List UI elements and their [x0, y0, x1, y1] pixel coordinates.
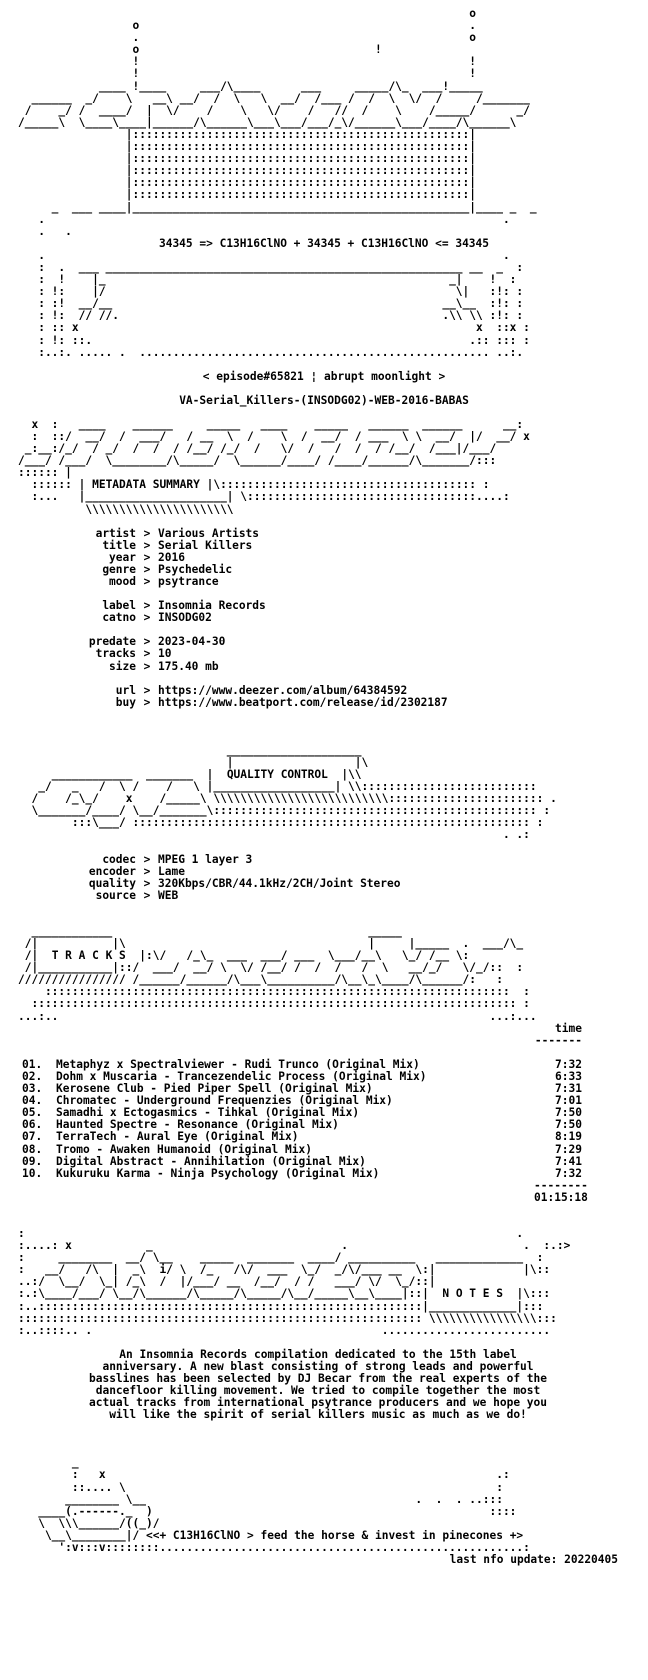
header-bridge-art: . . : . ___ ____________________________… [38, 249, 530, 359]
tracklist-header: time [22, 1021, 582, 1035]
release-name: VA-Serial_Killers-(INSODG02)-WEB-2016-BA… [179, 393, 469, 407]
header-ascii-art: o o . . o o ! [18, 8, 537, 214]
track-row: 04.Chromatec - Underground Frequenzies (… [22, 1094, 582, 1108]
track-row: 10.Kukuruku Karma - Ninja Psychology (Or… [22, 1166, 582, 1180]
quality-row-codec: codec>MPEG 1 layer 3 [102, 852, 253, 866]
formula-line: 34345 => C13H16ClNO + 34345 + C13H16ClNO… [158, 236, 490, 250]
episode-line: < episode#65821 ¦ abrupt moonlight > [202, 369, 446, 383]
footer-tagline-row: \__\________|/ <<+ C13H16ClNO > feed the… [18, 1529, 524, 1542]
quality-section-title: QUALITY CONTROL [226, 768, 328, 781]
notes-text: An Insomnia Records compilation dedicate… [88, 1347, 547, 1422]
meta-row-mood: mood>psytrance [109, 575, 219, 589]
footer-ascii-under: ':v:::v::::::::.........................… [58, 1542, 530, 1555]
track-row: 05.Samadhi x Ectogasmics - Tihkal (Origi… [22, 1106, 582, 1120]
footer-ascii-art: _ : x .: ::.... \ : ________ \__ [38, 1457, 517, 1530]
header-formula-art: . . . . [38, 213, 510, 238]
meta-row-label: label>Insomnia Records [102, 599, 266, 613]
meta-row-artist: artist>Various Artists [95, 526, 260, 540]
tracklist-total: 01:15:18 [22, 1190, 588, 1204]
quality-block: codec>MPEG 1 layer 3 encoder>Lame qualit… [66, 852, 648, 902]
meta-row-year: year>2016 [109, 550, 185, 564]
meta-row-url: url>https://www.deezer.com/album/6438459… [66, 683, 648, 697]
metadata-banner-under: :... |_____________________| \::::::::::… [31, 491, 510, 516]
tracklist-total-rule: -------- [534, 1178, 588, 1192]
quality-row-encoder: encoder>Lame [88, 864, 185, 878]
last-update: last nfo update: 20220405 [449, 1553, 618, 1567]
tracks-section-title: T R A C K S [51, 950, 126, 963]
notes-banner-under: :..:::::::::::::::::::::::::::::::::::::… [18, 1300, 557, 1337]
track-row: 06.Haunted Spectre - Resonance (Original… [22, 1118, 582, 1132]
meta-row-buy: buy>https://www.beatport.com/release/id/… [66, 695, 648, 709]
buy-link: https://www.beatport.com/release/id/2302… [158, 695, 448, 709]
tracks-banner-art: /|___________|::/ ___/ __/ \ \/ /__/ / /… [18, 962, 537, 1023]
quality-title-row: ____________ _______ | QUALITY CONTROL |… [18, 768, 362, 781]
notes-section-title: N O T E S [442, 1288, 503, 1301]
total-time: 01:15:18 [534, 1190, 588, 1204]
metadata-section-title: METADATA SUMMARY [92, 479, 200, 492]
url-link: https://www.deezer.com/album/64384592 [158, 683, 408, 697]
track-row: 01.Metaphyz x Spectralviewer - Rudi Trun… [22, 1057, 582, 1071]
meta-row-predate: predate>2023-04-30 [88, 635, 226, 649]
meta-row-title: title>Serial Killers [102, 538, 253, 552]
tracks-banner-top: ____________ _____ /| |\ | |_____ . ___/… [24, 925, 524, 950]
track-row: 07.TerraTech - Aural Eye (Original Mix)8… [22, 1130, 582, 1144]
quality-row-quality: quality>320Kbps/CBR/44.1kHz/2CH/Joint St… [88, 876, 401, 890]
track-row: 02.Dohm x Muscaria - Trancezendelic Proc… [22, 1069, 582, 1083]
metadata-title-row: :::::: | METADATA SUMMARY |\::::::::::::… [18, 479, 490, 492]
time-header: time [555, 1021, 582, 1035]
meta-row-catno: catno>INSODG02 [102, 611, 212, 625]
quality-banner-art: _/ _ / \ / / \ |__________________| \\::… [31, 781, 557, 842]
track-row: 09.Digital Abstract - Annihilation (Orig… [22, 1154, 582, 1168]
meta-row-tracks: tracks>10 [95, 647, 172, 661]
tracks-title-row: /| T R A C K S |:\/ /_\_ ___ ___/ ___ \_… [18, 950, 470, 963]
notes-banner-art: : . :....: x _ . . :.:> : ________ __/ \… [18, 1227, 571, 1289]
quality-banner-top: ____________________ | |\ [226, 744, 369, 769]
notes-title-row: :.:\____/___/ \__/\______/\_____/\_____/… [18, 1288, 551, 1301]
metadata-banner-art: x : ____ ______ _____ ____ _____ ______ … [18, 418, 530, 480]
meta-row-size: size>175.40 mb [109, 659, 219, 673]
metadata-block: artist>Various Artists title>Serial Kill… [66, 526, 648, 709]
tracklist-header-rule: ------- [534, 1033, 582, 1047]
meta-row-genre: genre>Psychedelic [102, 562, 233, 576]
footer-tagline: <<+ C13H16ClNO > feed the horse & invest… [145, 1529, 524, 1542]
tracklist: time ------- 01.Metaphyz x Spectralviewe… [22, 1021, 588, 1204]
quality-row-source: source>WEB [95, 888, 179, 902]
track-row: 03.Kerosene Club - Pied Piper Spell (Ori… [22, 1082, 582, 1096]
track-row: 08.Tromo - Awaken Humanoid (Original Mix… [22, 1142, 582, 1156]
